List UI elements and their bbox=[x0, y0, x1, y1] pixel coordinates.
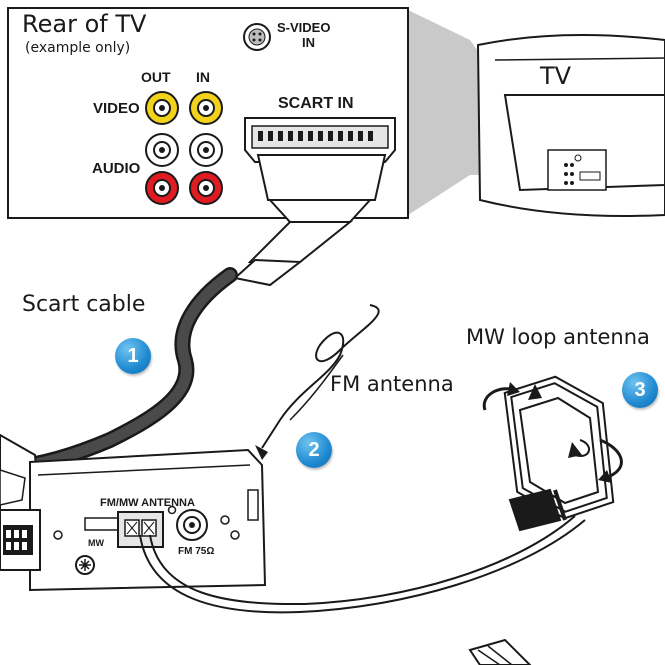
mw-socket-label: MW bbox=[88, 538, 104, 548]
scart-cable-label: Scart cable bbox=[22, 292, 146, 317]
step-3-callout: 3 bbox=[622, 372, 658, 408]
audio-right-out-jack-icon bbox=[145, 171, 179, 205]
out-column-label: OUT bbox=[141, 69, 171, 85]
audio-right-in-jack-icon bbox=[189, 171, 223, 205]
fm-socket-label: FM 75Ω bbox=[178, 546, 215, 557]
mw-antenna-wire bbox=[139, 519, 586, 614]
in-column-label: IN bbox=[196, 69, 210, 85]
audio-left-in-jack-icon bbox=[189, 133, 223, 167]
step-1-callout: 1 bbox=[115, 338, 151, 374]
fm-antenna-label: FM antenna bbox=[330, 372, 454, 396]
mw-loop-antenna-label: MW loop antenna bbox=[466, 325, 650, 349]
scart-in-label: SCART IN bbox=[278, 95, 354, 112]
example-only-subtitle: (example only) bbox=[25, 40, 131, 56]
fm-antenna-wire bbox=[261, 304, 380, 449]
partial-device-bottom bbox=[468, 638, 532, 665]
rear-of-tv-title: Rear of TV bbox=[22, 10, 147, 38]
scart-plug-top bbox=[232, 154, 387, 287]
video-row-label: VIDEO bbox=[93, 100, 140, 117]
audio-left-out-jack-icon bbox=[145, 133, 179, 167]
step-2-callout: 2 bbox=[296, 432, 332, 468]
tv-rear-illustration bbox=[476, 34, 665, 217]
mw-loop-antenna bbox=[482, 375, 623, 532]
fm-mw-antenna-label: FM/MW ANTENNA bbox=[100, 497, 195, 509]
unit-rear-panel bbox=[0, 448, 267, 592]
video-out-jack-icon bbox=[145, 91, 179, 125]
audio-row-label: AUDIO bbox=[92, 160, 141, 177]
scart-socket-icon bbox=[244, 117, 396, 163]
svideo-label: S-VIDEO bbox=[277, 20, 331, 35]
svideo-jack-icon bbox=[243, 23, 271, 51]
svideo-in-label: IN bbox=[302, 35, 315, 50]
tv-label: TV bbox=[540, 62, 572, 90]
video-in-jack-icon bbox=[189, 91, 223, 125]
